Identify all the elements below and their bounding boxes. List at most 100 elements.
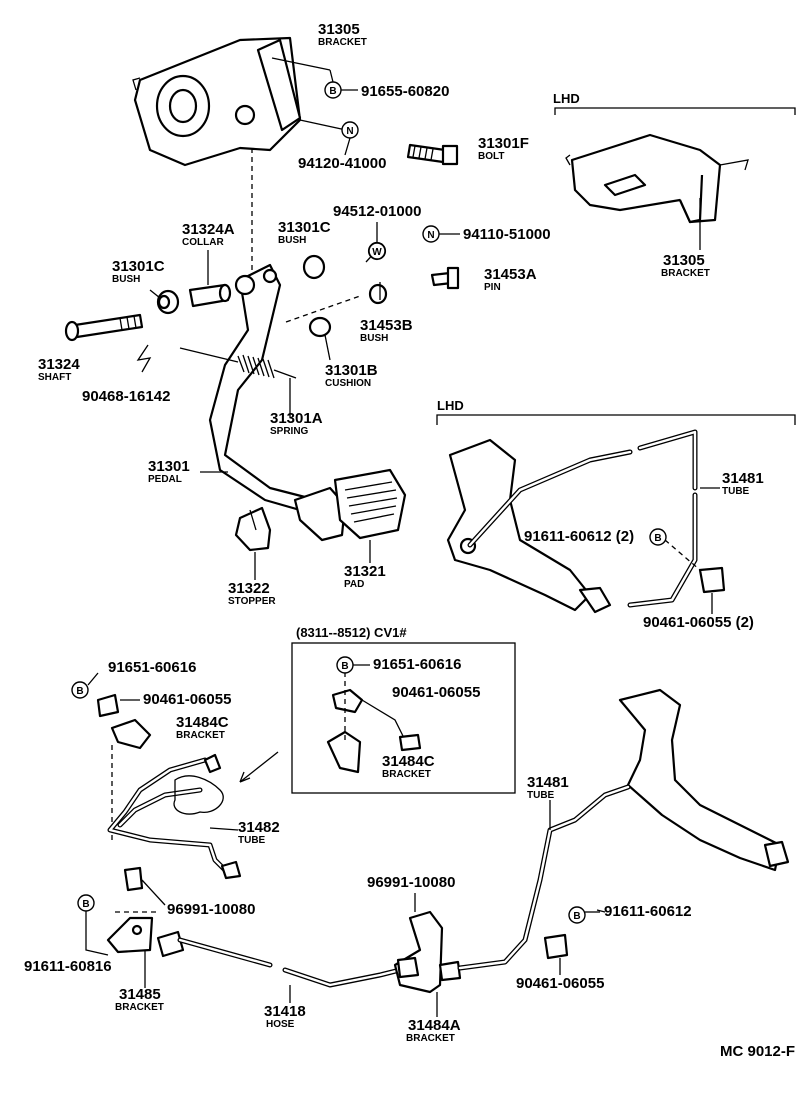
section-lhd-top: LHD <box>553 91 580 106</box>
label-31301A: 31301A <box>270 410 323 427</box>
label-31453A: 31453A <box>484 266 537 283</box>
badge-b-91611b: B <box>568 906 586 924</box>
label-90461-right: 90461-06055 <box>516 975 604 992</box>
name-31484C-inset: BRACKET <box>382 769 431 780</box>
label-31301F: 31301F <box>478 135 529 152</box>
svg-text:B: B <box>329 86 336 97</box>
badge-b-91651a: B <box>71 681 89 699</box>
name-31453A: PIN <box>484 282 501 293</box>
name-31484C-left: BRACKET <box>176 730 225 741</box>
master-cylinder <box>618 688 790 872</box>
name-31418: HOSE <box>266 1019 295 1030</box>
label-31305: 31305 <box>318 21 360 38</box>
label-31301C-right: 31301C <box>278 219 331 236</box>
inset-bracket-31484C <box>326 672 422 774</box>
name-31321: PAD <box>344 579 364 590</box>
label-94110: 94110-51000 <box>463 226 551 243</box>
badge-w-94512: W <box>368 242 386 260</box>
svg-text:N: N <box>427 230 434 241</box>
tube-31481-lhd <box>467 429 698 608</box>
label-31481-lhd: 31481 <box>722 470 764 487</box>
collar-31324A <box>188 283 232 308</box>
svg-text:N: N <box>346 126 353 137</box>
label-31321: 31321 <box>344 563 386 580</box>
clip-90461-bottom <box>543 933 569 960</box>
pedal-31301 <box>208 263 347 542</box>
label-90468: 90468-16142 <box>82 388 170 405</box>
label-31305-lhd: 31305 <box>663 252 705 269</box>
name-31482: TUBE <box>238 835 266 846</box>
badge-b-91611a: B <box>649 528 667 546</box>
label-96991-right: 96991-10080 <box>367 874 455 891</box>
label-91651-inset: 91651-60616 <box>373 656 461 673</box>
cushion-31301B <box>308 316 332 338</box>
section-lhd-mid: LHD <box>437 398 464 413</box>
labels: 31305 BRACKET 91655-60820 94120-41000 31… <box>24 21 764 1044</box>
name-31301C-left: BUSH <box>112 274 140 285</box>
label-91651-left: 91651-60616 <box>108 659 196 676</box>
spring-31301A <box>179 347 297 379</box>
badge-n-94110: N <box>422 225 440 243</box>
label-31484C-inset: 31484C <box>382 753 435 770</box>
name-31301: PEDAL <box>148 474 182 485</box>
name-31301F: BOLT <box>478 151 504 162</box>
inset-box <box>291 642 516 794</box>
label-31322: 31322 <box>228 580 270 597</box>
bolt-31301F <box>406 143 459 166</box>
name-31301B: CUSHION <box>325 378 371 389</box>
svg-text:B: B <box>341 661 348 672</box>
bush-31301C-right <box>302 254 326 280</box>
label-31301C-left: 31301C <box>112 258 165 275</box>
stopper-31322 <box>234 506 272 552</box>
name-31301A: SPRING <box>270 426 309 437</box>
bracket-31485 <box>106 911 160 954</box>
label-31482: 31482 <box>238 819 280 836</box>
label-90461-lhd: 90461-06055 (2) <box>643 614 754 631</box>
label-31453B: 31453B <box>360 317 413 334</box>
bush-31453B <box>368 283 388 305</box>
name-31481-lhd: TUBE <box>722 486 750 497</box>
svg-text:W: W <box>372 247 382 258</box>
label-31484A: 31484A <box>408 1017 461 1034</box>
footer-code: MC 9012-F <box>720 1043 795 1060</box>
name-31305: BRACKET <box>318 37 367 48</box>
label-90461-inset: 90461-06055 <box>392 684 480 701</box>
bracket-31484A <box>393 910 462 994</box>
pin-31453A <box>430 266 460 290</box>
label-31301: 31301 <box>148 458 190 475</box>
label-91655: 91655-60820 <box>361 83 449 100</box>
svg-text:B: B <box>82 899 89 910</box>
inset-title: (8311--8512) CV1# <box>296 625 407 640</box>
svg-text:B: B <box>573 911 580 922</box>
label-94512: 94512-01000 <box>333 203 421 220</box>
tube-31481 <box>457 784 631 971</box>
name-31301C-right: BUSH <box>278 235 306 246</box>
shaft-31324 <box>64 313 144 342</box>
label-91611-left: 91611-60816 <box>24 958 112 975</box>
badge-b-91611c: B <box>77 894 95 912</box>
clip-96991-left <box>123 866 166 906</box>
label-31324A: 31324A <box>182 221 235 238</box>
label-91611-lhd: 91611-60612 (2) <box>524 528 634 545</box>
label-31484C-left: 31484C <box>176 714 229 731</box>
label-31485: 31485 <box>119 986 161 1003</box>
bracket-31484C <box>96 693 152 840</box>
svg-text:B: B <box>76 686 83 697</box>
name-31453B: BUSH <box>360 333 388 344</box>
badge-b-91651b: B <box>336 656 354 674</box>
label-91611-right: 91611-60612 <box>604 903 692 920</box>
label-94120: 94120-41000 <box>298 155 386 172</box>
tube-31482 <box>107 753 242 880</box>
clip-90461-lhd <box>698 566 726 594</box>
master-cylinder-lhd <box>446 438 612 614</box>
bracket-31305-lhd <box>565 133 749 224</box>
bracket-31305 <box>132 36 302 167</box>
bush-31301C-left <box>156 289 180 315</box>
badge-b-91655: B <box>324 81 342 99</box>
svg-text:B: B <box>654 533 661 544</box>
name-31305-lhd: BRACKET <box>661 268 710 279</box>
label-31324: 31324 <box>38 356 80 373</box>
label-31301B: 31301B <box>325 362 378 379</box>
